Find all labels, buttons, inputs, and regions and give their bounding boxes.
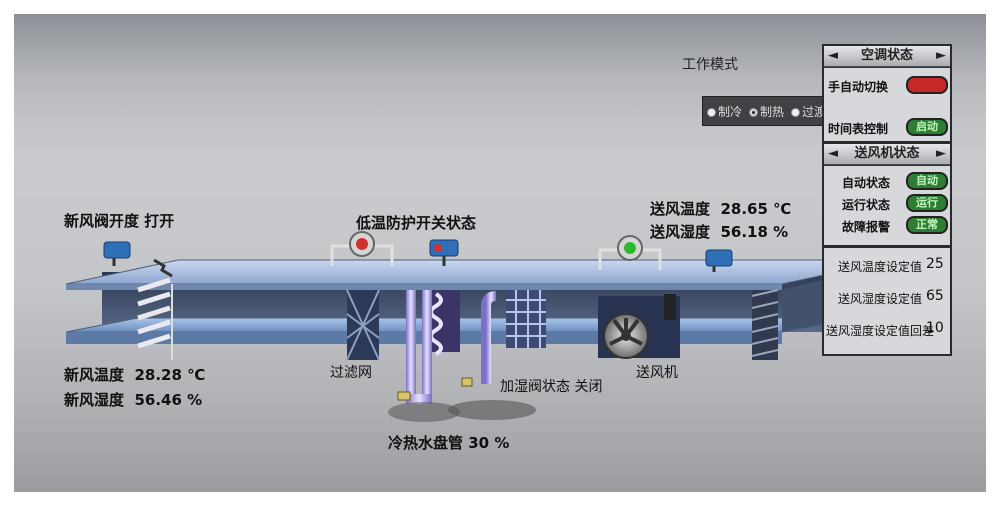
mode-heat[interactable]: 制热 — [749, 103, 784, 120]
right-arrow-icon[interactable]: ► — [936, 146, 946, 161]
filter-panel — [346, 289, 380, 361]
radio-cool-icon — [707, 108, 716, 117]
left-arrow-icon[interactable]: ◄ — [828, 146, 838, 161]
supply-humidity-actuator — [705, 249, 733, 272]
auto-manual-state[interactable] — [906, 76, 948, 94]
fan-auto-state[interactable]: 自动 — [906, 172, 948, 190]
supply-fan — [598, 294, 680, 359]
schedule-control-label: 时间表控制 — [828, 122, 889, 136]
fan-run-label: 运行状态 — [842, 198, 891, 212]
low-temp-sensor — [330, 231, 394, 266]
fresh-air-valve-label: 新风阀开度 打开 — [64, 212, 175, 230]
schedule-control-state[interactable]: 启动 — [906, 118, 948, 136]
fresh-humid-value: 56.46 % — [134, 391, 203, 409]
ac-status-panel: ◄ 空调状态 ► 手自动切换 时间表控制 启动 — [822, 44, 952, 142]
filter-label: 过滤网 — [330, 365, 372, 381]
supply-humid-setpoint-value[interactable]: 65 — [926, 288, 944, 304]
mode-cool[interactable]: 制冷 — [707, 103, 742, 120]
fan-status-header: ◄ 送风机状态 ► — [824, 144, 950, 164]
fan-fault-state[interactable]: 正常 — [906, 216, 948, 234]
radio-heat-icon — [749, 108, 758, 117]
fan-auto-label: 自动状态 — [842, 176, 891, 190]
fan-label: 送风机 — [636, 365, 678, 381]
coil-pipes — [406, 290, 432, 404]
auto-manual-label: 手自动切换 — [828, 80, 889, 94]
supply-humid-hysteresis-label: 送风湿度设定值回差 — [826, 324, 935, 338]
mode-transition[interactable]: 过渡 — [791, 103, 826, 120]
humid-valve-icon — [461, 377, 473, 387]
scada-screen: 新风阀开度 打开 低温防护开关状态 送风温度 28.65 ℃ 送风湿度 56.1… — [14, 14, 986, 492]
supply-temp-setpoint-label: 送风温度设定值 — [838, 260, 923, 274]
mode-title: 工作模式 — [682, 57, 738, 73]
radio-transition-icon — [791, 108, 800, 117]
low-temp-actuator — [429, 239, 459, 266]
coil-valve-icon — [397, 391, 411, 401]
supply-temp-setpoint-value[interactable]: 25 — [926, 256, 944, 272]
ac-status-header: ◄ 空调状态 ► — [824, 46, 950, 66]
supply-temp-label: 送风温度 — [650, 200, 711, 218]
supply-air-readout: 送风温度 28.65 ℃ 送风湿度 56.18 % — [650, 198, 791, 242]
setpoints-panel: 送风温度设定值 25 送风湿度设定值 65 送风湿度设定值回差 10 — [822, 246, 952, 356]
supply-humid-value: 56.18 % — [720, 223, 789, 241]
humidifier-mesh — [506, 290, 546, 348]
supply-temp-value: 28.65 ℃ — [720, 200, 792, 218]
damper-actuator — [103, 241, 173, 278]
right-arrow-icon[interactable]: ► — [936, 48, 946, 63]
fan-run-state[interactable]: 运行 — [906, 194, 948, 212]
outlet-grille — [751, 289, 779, 360]
fresh-temp-value: 28.28 ℃ — [134, 366, 206, 384]
water-coil — [429, 290, 460, 356]
mode-selector: 制冷 制热 过渡 — [702, 96, 834, 126]
fresh-humid-label: 新风湿度 — [64, 391, 125, 409]
supply-temp-sensor — [598, 235, 662, 270]
supply-humid-hysteresis-value[interactable]: 10 — [926, 320, 944, 336]
supply-humid-label: 送风湿度 — [650, 223, 711, 241]
low-temp-protect-label: 低温防护开关状态 — [356, 214, 477, 232]
fresh-air-readout: 新风温度 28.28 ℃ 新风湿度 56.46 % — [64, 364, 205, 410]
coil-status: 冷热水盘管 30 % — [388, 434, 510, 452]
duct-top — [65, 259, 895, 285]
humidifier-status: 加湿阀状态 关闭 — [500, 379, 603, 395]
fresh-air-damper — [137, 277, 171, 349]
fan-status-panel: ◄ 送风机状态 ► 自动状态 自动 运行状态 运行 故障报警 正常 — [822, 142, 952, 246]
fan-fault-label: 故障报警 — [842, 220, 891, 234]
left-arrow-icon[interactable]: ◄ — [828, 48, 838, 63]
humidifier-pipe — [448, 291, 536, 420]
fresh-temp-label: 新风温度 — [64, 366, 125, 384]
supply-humid-setpoint-label: 送风湿度设定值 — [838, 292, 923, 306]
